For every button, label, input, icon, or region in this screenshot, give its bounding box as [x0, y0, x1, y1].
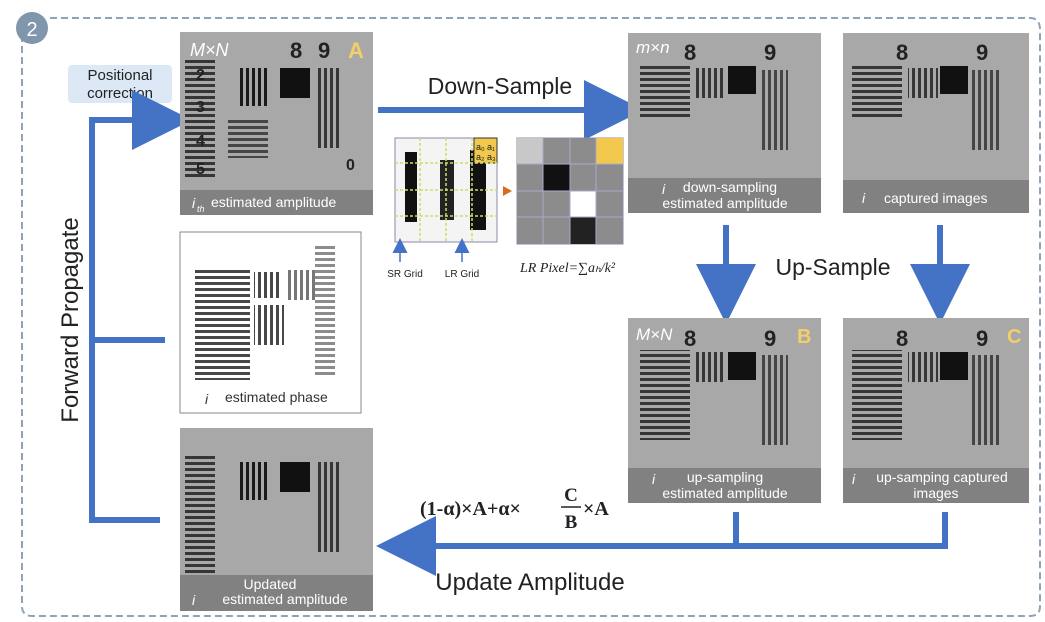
- digit-9-c: 9: [976, 326, 988, 351]
- digit-9-a: 9: [318, 38, 330, 63]
- digit-8-b: 8: [684, 326, 696, 351]
- panel-b: M×N B i up-sampling estimated amplitude: [628, 318, 821, 503]
- digit-2-a: 2: [196, 67, 205, 84]
- digit-3-a: 3: [196, 99, 205, 116]
- update-arrow: [400, 512, 948, 546]
- panel-c-caption-2: images: [913, 485, 958, 501]
- panel-down-caption-2: estimated amplitude: [662, 195, 788, 211]
- update-formula-den: B: [565, 512, 578, 533]
- panel-b-caption-2: estimated amplitude: [662, 485, 788, 501]
- panel-a-size: M×N: [190, 40, 230, 60]
- cell-a1: a₁: [487, 142, 495, 152]
- digit-9-down: 9: [764, 40, 776, 65]
- update-formula: (1-α)×A+α× C B ×A: [420, 485, 609, 533]
- update-formula-left: (1-α)×A+α×: [420, 498, 521, 520]
- digit-0-a: 0: [346, 157, 355, 174]
- panel-down-sampled: m×n i down-sampling estimated amplitude: [628, 33, 821, 213]
- panel-c-caption-1: up-samping captured: [876, 469, 1008, 485]
- forward-propagate-label: Forward Propagate: [57, 217, 84, 422]
- sr-grid-label: SR Grid: [387, 269, 423, 280]
- panel-phase-i: i: [205, 391, 209, 407]
- panel-a-caption: estimated amplitude: [211, 194, 337, 210]
- panel-a-i: i: [192, 195, 196, 211]
- digit-8-c: 8: [896, 326, 908, 351]
- panel-phase: i estimated phase: [179, 231, 362, 414]
- sr-grid: a₀ a₁ a₂ a₃ SR Grid LR Grid: [387, 137, 498, 280]
- panel-b-size: M×N: [636, 325, 673, 344]
- digit-8-a: 8: [290, 38, 302, 63]
- panel-c-letter: C: [1007, 326, 1021, 348]
- update-amplitude-label: Update Amplitude: [435, 569, 624, 596]
- forward-propagate-bracket: [89, 90, 192, 523]
- panel-updated-caption-1: Updated: [244, 576, 297, 592]
- panel-down-size: m×n: [636, 38, 670, 57]
- panel-captured: i captured images: [843, 33, 1029, 213]
- panel-down-caption-1: down-sampling: [683, 179, 777, 195]
- panel-c: C i up-samping captured images: [843, 318, 1029, 503]
- lr-grid-label: LR Grid: [445, 269, 479, 280]
- panel-b-caption-1: up-sampling: [687, 469, 763, 485]
- digit-8-cap: 8: [896, 40, 908, 65]
- panel-updated-i: i: [192, 592, 196, 608]
- cell-a0: a₀: [476, 142, 485, 152]
- panel-a-letter: A: [348, 38, 364, 63]
- lr-grid: [516, 137, 624, 245]
- cell-a3: a₃: [487, 152, 496, 162]
- digit-9-cap: 9: [976, 40, 988, 65]
- positional-correction-label-2: correction: [87, 85, 153, 102]
- step-badge: [16, 12, 48, 44]
- panel-b-letter: B: [797, 326, 811, 348]
- dashed-frame: [21, 17, 1041, 617]
- up-sample-label: Up-Sample: [775, 254, 890, 280]
- update-formula-right: ×A: [583, 498, 609, 520]
- panel-down-i: i: [662, 181, 666, 197]
- digit-8-down: 8: [684, 40, 696, 65]
- cell-a2: a₂: [476, 152, 485, 162]
- panel-a: M×N A i th estimated amplitude: [180, 32, 373, 215]
- panel-c-i: i: [852, 471, 856, 487]
- down-sample-label: Down-Sample: [428, 73, 572, 99]
- panel-updated-caption-2: estimated amplitude: [222, 591, 348, 607]
- digit-9-b: 9: [764, 326, 776, 351]
- panel-b-i: i: [652, 471, 656, 487]
- panel-a-sub: th: [197, 204, 205, 214]
- panel-updated: Updated i estimated amplitude: [180, 428, 373, 611]
- grid-arrow-icon: [503, 186, 512, 196]
- panel-captured-caption: captured images: [884, 190, 988, 206]
- digit-4-a: 4: [196, 133, 205, 150]
- update-formula-num: C: [564, 485, 578, 506]
- panel-phase-caption: estimated phase: [225, 389, 328, 405]
- positional-correction-label-1: Positional: [87, 67, 152, 84]
- digit-5-a: 5: [196, 161, 205, 178]
- panel-captured-i: i: [862, 190, 866, 206]
- lr-formula: LR Pixel=∑aₕ/k²: [519, 261, 616, 276]
- step-badge-label: 2: [26, 19, 37, 41]
